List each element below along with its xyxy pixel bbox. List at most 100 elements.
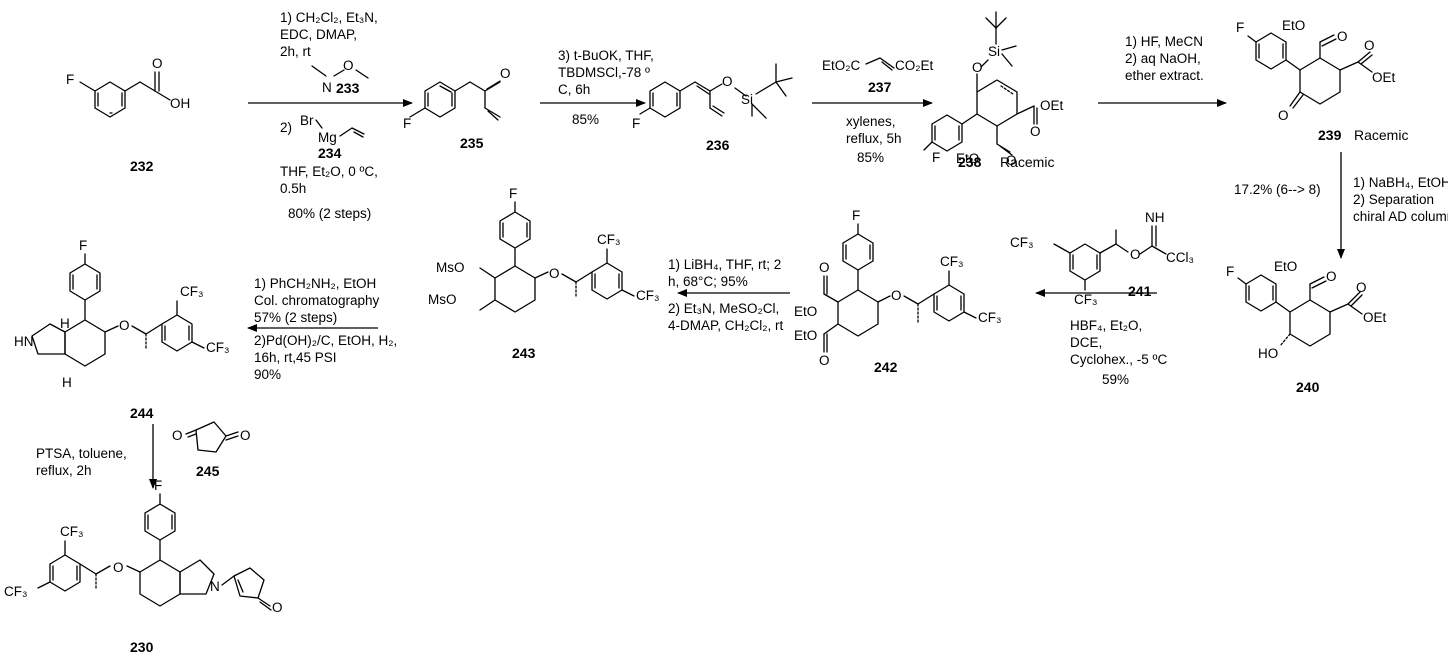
- atom-label: F: [932, 150, 940, 165]
- atom-label: CF₃: [940, 254, 964, 269]
- atom-label: O: [722, 74, 733, 89]
- atom-label: O: [1356, 280, 1367, 295]
- atom-label: HN: [14, 334, 34, 349]
- atom-label: O: [819, 353, 830, 368]
- atom-label: EtO: [1274, 259, 1297, 274]
- condition-text: 2) aq NaOH,: [1125, 51, 1201, 66]
- step2-conditions: 3) t-BuOK, THF, TBDMSCl,-78 º C, 6h 85%: [558, 48, 654, 127]
- condition-text: THF, Et₂O, 0 ºC,: [280, 164, 378, 179]
- condition-text: reflux, 5h: [846, 131, 902, 146]
- condition-text: DCE,: [1070, 335, 1102, 350]
- atom-label: CF₃: [180, 284, 204, 299]
- atom-label: OH: [170, 96, 190, 111]
- atom-label: F: [66, 72, 74, 87]
- atom-label: NH: [1145, 210, 1165, 225]
- compound-230-structure: F N O O CF₃ CF₃: [4, 478, 283, 615]
- step3-conditions: EtO₂C CO₂Et 237 xylenes, reflux, 5h 85%: [822, 57, 933, 165]
- atom-label: CF₃: [978, 310, 1002, 325]
- atom-label: CF₃: [636, 288, 660, 303]
- compound-label-236: 236: [706, 137, 730, 153]
- atom-label: CF₃: [597, 232, 621, 247]
- atom-label: O: [1337, 29, 1348, 44]
- atom-label: F: [509, 186, 517, 201]
- atom-label: OEt: [1372, 70, 1396, 85]
- atom-label: MsO: [436, 260, 465, 275]
- condition-text: chiral AD column: [1353, 209, 1448, 224]
- compound-label-245: 245: [196, 463, 220, 479]
- step6-conditions: HBF₄, Et₂O, DCE, Cyclohex., -5 ºC 59%: [1070, 318, 1167, 387]
- atom-label: O: [1030, 124, 1041, 139]
- condition-text: 1) LiBH₄, THF, rt; 2: [668, 257, 781, 272]
- condition-text: PTSA, toluene,: [36, 446, 127, 461]
- atom-label: O: [549, 266, 560, 281]
- atom-label: O: [119, 318, 130, 333]
- condition-text: 3) t-BuOK, THF,: [558, 48, 654, 63]
- compound-label-241: 241: [1128, 283, 1152, 299]
- condition-text: 80% (2 steps): [288, 206, 371, 221]
- compound-label-244: 244: [130, 405, 154, 421]
- step4-conditions: 1) HF, MeCN 2) aq NaOH, ether extract.: [1125, 34, 1204, 83]
- atom-label: OEt: [1363, 310, 1387, 325]
- compound-label-242: 242: [874, 359, 898, 375]
- atom-label: F: [1226, 264, 1234, 279]
- condition-text: 2) Et₃N, MeSO₂Cl,: [668, 301, 779, 316]
- compound-label-232: 232: [130, 158, 154, 174]
- compound-243-structure: F MsO MsO O CF₃ CF₃: [428, 186, 660, 313]
- atom-label: CF₃: [1010, 235, 1034, 250]
- atom-label: O: [891, 288, 902, 303]
- atom-label: EtO: [1282, 18, 1305, 33]
- atom-label: O: [172, 428, 183, 443]
- compound-label-234: 234: [318, 145, 342, 161]
- atom-label: O: [1006, 153, 1017, 168]
- atom-label: O: [1130, 247, 1141, 262]
- condition-text: 0.5h: [280, 181, 306, 196]
- compound-242-structure: F O EtO O EtO O CF₃ CF₃: [794, 208, 1002, 368]
- atom-label: O: [972, 60, 983, 75]
- condition-text: 2h, rt: [280, 44, 311, 59]
- atom-label: F: [403, 116, 411, 131]
- step7-conditions: 1) LiBH₄, THF, rt; 2 h, 68°C; 95% 2) Et₃…: [668, 257, 783, 333]
- condition-text: 85%: [572, 112, 599, 127]
- atom-label: H: [60, 316, 70, 331]
- compound-236-structure: F O Si: [632, 63, 793, 131]
- atom-label: Si: [988, 44, 1000, 59]
- condition-text: ether extract.: [1125, 68, 1204, 83]
- condition-text: HBF₄, Et₂O,: [1070, 318, 1142, 333]
- condition-text: h, 68°C; 95%: [668, 274, 748, 289]
- atom-label: O: [113, 560, 124, 575]
- condition-text: 59%: [1102, 372, 1129, 387]
- step5-conditions: 17.2% (6--> 8) 1) NaBH₄, EtOH 2) Separat…: [1234, 175, 1448, 224]
- step1-conditions: 1) CH₂Cl₂, Et₃N, EDC, DMAP, 2h, rt N O H…: [280, 10, 378, 221]
- compound-241-structure: CF₃ CF₃ O NH CCl₃: [1010, 210, 1194, 307]
- atom-label: O: [240, 428, 251, 443]
- compound-label-235: 235: [460, 135, 484, 151]
- atom-label: O: [819, 260, 830, 275]
- atom-label: F: [154, 478, 162, 493]
- step9-conditions: PTSA, toluene, reflux, 2h O O 245: [36, 421, 251, 479]
- condition-text: 1) HF, MeCN: [1125, 34, 1203, 49]
- compound-label-240: 240: [1296, 379, 1320, 395]
- compound-label-237: 237: [868, 79, 892, 95]
- atom-label: EtO: [794, 328, 817, 343]
- atom-label: O: [1364, 38, 1375, 53]
- compound-label-230: 230: [130, 639, 154, 655]
- atom-label: H: [62, 375, 72, 390]
- condition-text: 2)Pd(OH)₂/C, EtOH, H₂,: [254, 333, 397, 348]
- compound-232-structure: F O OH: [66, 56, 190, 118]
- atom-label: N: [210, 579, 220, 594]
- atom-label: F: [632, 116, 640, 131]
- condition-text: 90%: [254, 367, 281, 382]
- compound-235-structure: F O: [403, 66, 511, 131]
- atom-label: O: [343, 58, 354, 73]
- atom-label: EtO₂C: [822, 58, 860, 73]
- atom-label: F: [852, 208, 860, 223]
- atom-label: EtO: [956, 151, 979, 166]
- atom-label: O: [1278, 108, 1289, 123]
- atom-label: CF₃: [60, 524, 84, 539]
- atom-label: CF₃: [4, 584, 28, 599]
- condition-text: Col. chromatography: [254, 293, 380, 308]
- compound-label-243: 243: [512, 345, 536, 361]
- condition-text: 1) NaBH₄, EtOH: [1353, 175, 1448, 190]
- atom-label: O: [152, 56, 163, 71]
